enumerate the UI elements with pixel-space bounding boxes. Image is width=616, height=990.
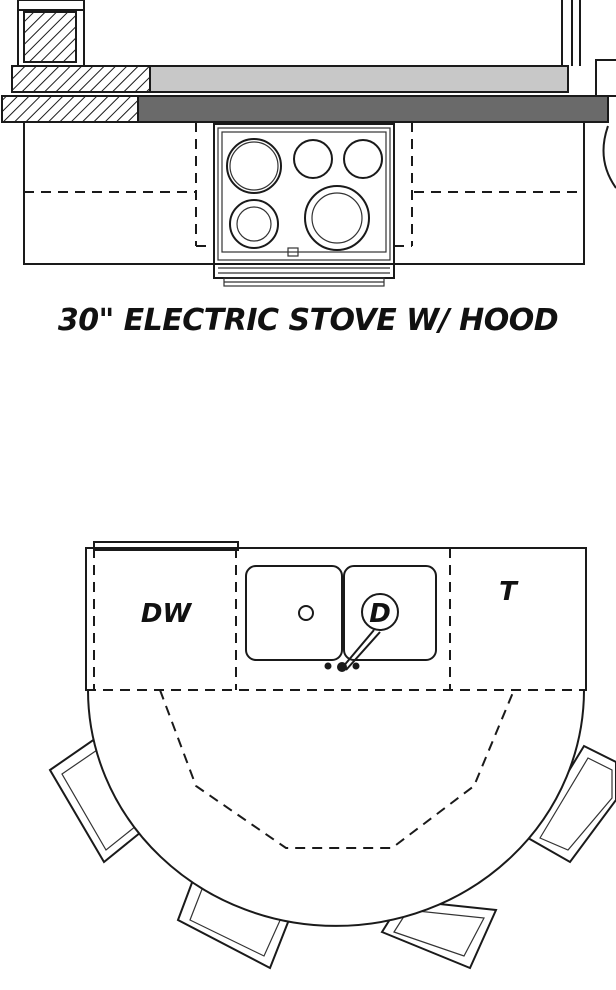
burner-large-front-right <box>304 185 370 251</box>
overhang-line <box>159 689 515 849</box>
chair-right <box>526 744 616 864</box>
stove-caption: 30" ELECTRIC STOVE W/ HOOD <box>58 303 558 338</box>
right-wall-edge <box>561 0 616 189</box>
countertop-dark <box>137 95 609 123</box>
burner-small-back-middle <box>293 139 333 179</box>
island-chairs <box>48 732 616 970</box>
disposal-circle <box>361 593 399 631</box>
burner-small-back-right <box>343 139 383 179</box>
burner-front-left <box>229 199 279 249</box>
faucet <box>337 662 347 672</box>
double-sink <box>245 565 437 672</box>
countertop-light <box>149 65 569 93</box>
disposal-label: D <box>369 599 391 629</box>
electric-stove <box>213 123 395 287</box>
sink-drain-left <box>298 605 314 621</box>
kitchen-island: DW D T <box>85 541 587 927</box>
dishwasher-label: DW <box>141 599 193 629</box>
burner-large-back-left <box>226 138 282 194</box>
back-countertop <box>1 65 609 123</box>
trash-label: T <box>499 577 519 607</box>
wall-column <box>17 0 85 65</box>
